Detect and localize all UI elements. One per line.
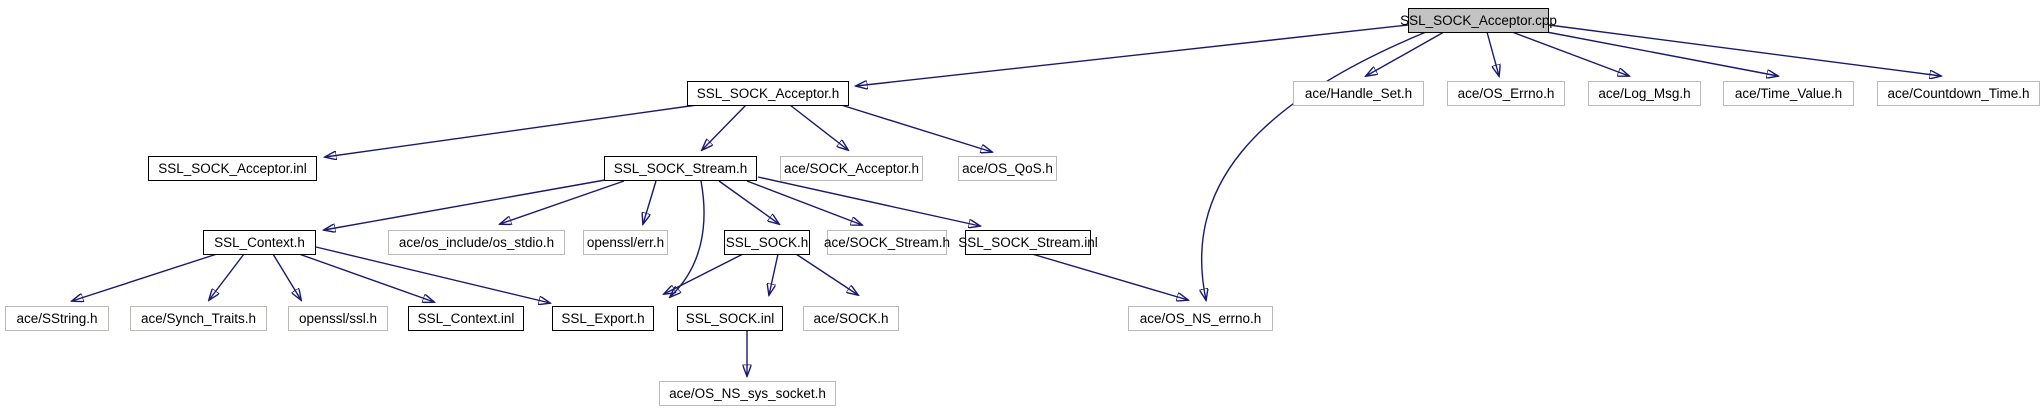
node-openssl-ssl-h[interactable]: openssl/ssl.h bbox=[288, 306, 388, 331]
node-ssl-sock-acceptor-inl[interactable]: SSL_SOCK_Acceptor.inl bbox=[148, 156, 317, 181]
node-label: ace/OS_Errno.h bbox=[1457, 86, 1555, 101]
edge-ssl-context-h--ssl-export-h bbox=[315, 246, 550, 303]
edge-ssl-sock-acceptor-h--ace-os-qos-h bbox=[837, 103, 992, 152]
node-ace-sock-acceptor-h[interactable]: ace/SOCK_Acceptor.h bbox=[780, 156, 923, 181]
edge-ssl-sock-acceptor-cpp--ace-handle-set-h bbox=[1366, 31, 1445, 76]
node-label: SSL_SOCK.inl bbox=[685, 311, 775, 326]
edge-ssl-sock-stream-h--ace-os-include-os-stdio-h bbox=[500, 180, 625, 224]
node-label: ace/Time_Value.h bbox=[1734, 86, 1843, 101]
node-label: ace/Log_Msg.h bbox=[1598, 86, 1691, 101]
node-label: ace/Handle_Set.h bbox=[1304, 86, 1413, 101]
node-ace-sock-h[interactable]: ace/SOCK.h bbox=[803, 306, 899, 331]
node-label: ace/Countdown_Time.h bbox=[1887, 86, 2030, 101]
node-label: ace/OS_NS_errno.h bbox=[1139, 311, 1262, 326]
node-label: SSL_SOCK_Stream.h bbox=[613, 161, 748, 176]
node-label: ace/SOCK.h bbox=[813, 311, 889, 326]
node-ace-os-qos-h[interactable]: ace/OS_QoS.h bbox=[958, 156, 1057, 181]
edge-ssl-sock-h--ssl-export-h bbox=[664, 253, 744, 294]
node-label: ace/SOCK_Stream.h bbox=[823, 235, 951, 250]
node-label: SSL_Export.h bbox=[561, 311, 645, 326]
node-ace-synch-traits-h[interactable]: ace/Synch_Traits.h bbox=[130, 306, 267, 331]
node-label: ace/SString.h bbox=[16, 311, 98, 326]
node-ace-sock-stream-h[interactable]: ace/SOCK_Stream.h bbox=[823, 230, 951, 255]
edge-ssl-sock-stream-h--openssl-err-h bbox=[643, 180, 657, 224]
node-ssl-sock-inl[interactable]: SSL_SOCK.inl bbox=[677, 306, 783, 331]
edge-ssl-sock-stream-h--ace-sock-stream-h bbox=[746, 180, 862, 225]
node-label: ace/Synch_Traits.h bbox=[140, 311, 257, 326]
node-label: SSL_SOCK.h bbox=[725, 235, 809, 250]
node-ace-handle-set-h[interactable]: ace/Handle_Set.h bbox=[1293, 81, 1424, 106]
node-ace-os-ns-errno-h[interactable]: ace/OS_NS_errno.h bbox=[1128, 306, 1273, 331]
node-label: SSL_SOCK_Acceptor.h bbox=[696, 86, 840, 101]
node-ace-os-errno-h[interactable]: ace/OS_Errno.h bbox=[1447, 81, 1565, 106]
node-ssl-sock-acceptor-h[interactable]: SSL_SOCK_Acceptor.h bbox=[687, 81, 849, 106]
node-ssl-export-h[interactable]: SSL_Export.h bbox=[552, 306, 654, 331]
node-label: SSL_SOCK_Acceptor.cpp bbox=[1400, 13, 1557, 28]
node-ssl-sock-stream-inl[interactable]: SSL_SOCK_Stream.inl bbox=[958, 230, 1098, 255]
edge-ssl-context-h--ace-synch-traits-h bbox=[209, 253, 245, 300]
edge-ssl-sock-stream-h--ssl-sock-h bbox=[718, 180, 779, 224]
node-ssl-context-h[interactable]: SSL_Context.h bbox=[203, 230, 316, 255]
edge-ssl-sock-acceptor-cpp--ace-os-ns-errno-h bbox=[1202, 31, 1427, 300]
node-label: SSL_Context.inl bbox=[417, 311, 515, 326]
edge-ssl-sock-acceptor-h--ssl-sock-stream-h bbox=[702, 104, 747, 150]
node-label: SSL_Context.h bbox=[214, 235, 305, 250]
edge-ssl-sock-stream-h--ssl-export-h bbox=[670, 180, 705, 297]
node-ssl-context-inl[interactable]: SSL_Context.inl bbox=[408, 306, 524, 331]
edge-ssl-context-h--ace-sstring-h bbox=[72, 253, 218, 301]
node-ace-os-ns-sys-socket-h[interactable]: ace/OS_NS_sys_socket.h bbox=[659, 381, 836, 406]
node-ssl-sock-h[interactable]: SSL_SOCK.h bbox=[724, 230, 810, 255]
edge-ssl-context-h--openssl-ssl-h bbox=[272, 253, 301, 300]
node-ace-countdown-time-h[interactable]: ace/Countdown_Time.h bbox=[1877, 81, 2040, 106]
node-label: openssl/ssl.h bbox=[298, 311, 378, 326]
edge-ssl-sock-h--ssl-sock-inl bbox=[769, 253, 779, 295]
node-label: SSL_SOCK_Stream.inl bbox=[958, 235, 1098, 250]
edge-ssl-context-h--ssl-context-inl bbox=[298, 253, 434, 302]
edge-ssl-sock-stream-inl--ace-os-ns-errno-h bbox=[1031, 253, 1188, 300]
node-label: SSL_SOCK_Acceptor.inl bbox=[158, 161, 307, 176]
node-ssl-sock-stream-h[interactable]: SSL_SOCK_Stream.h bbox=[604, 156, 757, 181]
node-ace-log-msg-h[interactable]: ace/Log_Msg.h bbox=[1588, 81, 1701, 106]
edge-ssl-sock-acceptor-cpp--ace-countdown-time-h bbox=[1548, 24, 1941, 76]
node-ace-sstring-h[interactable]: ace/SString.h bbox=[5, 306, 109, 331]
node-label: ace/OS_QoS.h bbox=[962, 161, 1053, 176]
node-ssl-sock-acceptor-cpp[interactable]: SSL_SOCK_Acceptor.cpp bbox=[1400, 8, 1557, 33]
node-label: ace/os_include/os_stdio.h bbox=[398, 235, 555, 250]
node-ace-os-include-os-stdio-h[interactable]: ace/os_include/os_stdio.h bbox=[388, 230, 565, 255]
edge-ssl-sock-acceptor-cpp--ace-log-msg-h bbox=[1511, 31, 1629, 76]
node-label: ace/OS_NS_sys_socket.h bbox=[669, 386, 826, 401]
edge-ssl-sock-acceptor-h--ssl-sock-acceptor-inl bbox=[325, 104, 698, 157]
edge-ssl-sock-h--ace-sock-h bbox=[795, 253, 858, 295]
node-label: openssl/err.h bbox=[586, 235, 665, 250]
edge-ssl-sock-acceptor-cpp--ace-time-value-h bbox=[1535, 29, 1778, 76]
node-openssl-err-h[interactable]: openssl/err.h bbox=[583, 230, 668, 255]
edge-ssl-sock-stream-h--ssl-context-h bbox=[324, 179, 606, 230]
edge-ssl-sock-acceptor-cpp--ace-os-errno-h bbox=[1486, 31, 1499, 76]
edge-ssl-sock-stream-h--ssl-sock-stream-inl bbox=[757, 176, 980, 226]
node-ace-time-value-h[interactable]: ace/Time_Value.h bbox=[1723, 81, 1854, 106]
edge-ssl-sock-acceptor-h--ace-sock-acceptor-h bbox=[789, 104, 848, 150]
node-label: ace/SOCK_Acceptor.h bbox=[783, 161, 920, 176]
edge-ssl-sock-acceptor-cpp--ssl-sock-acceptor-h bbox=[856, 24, 1409, 86]
